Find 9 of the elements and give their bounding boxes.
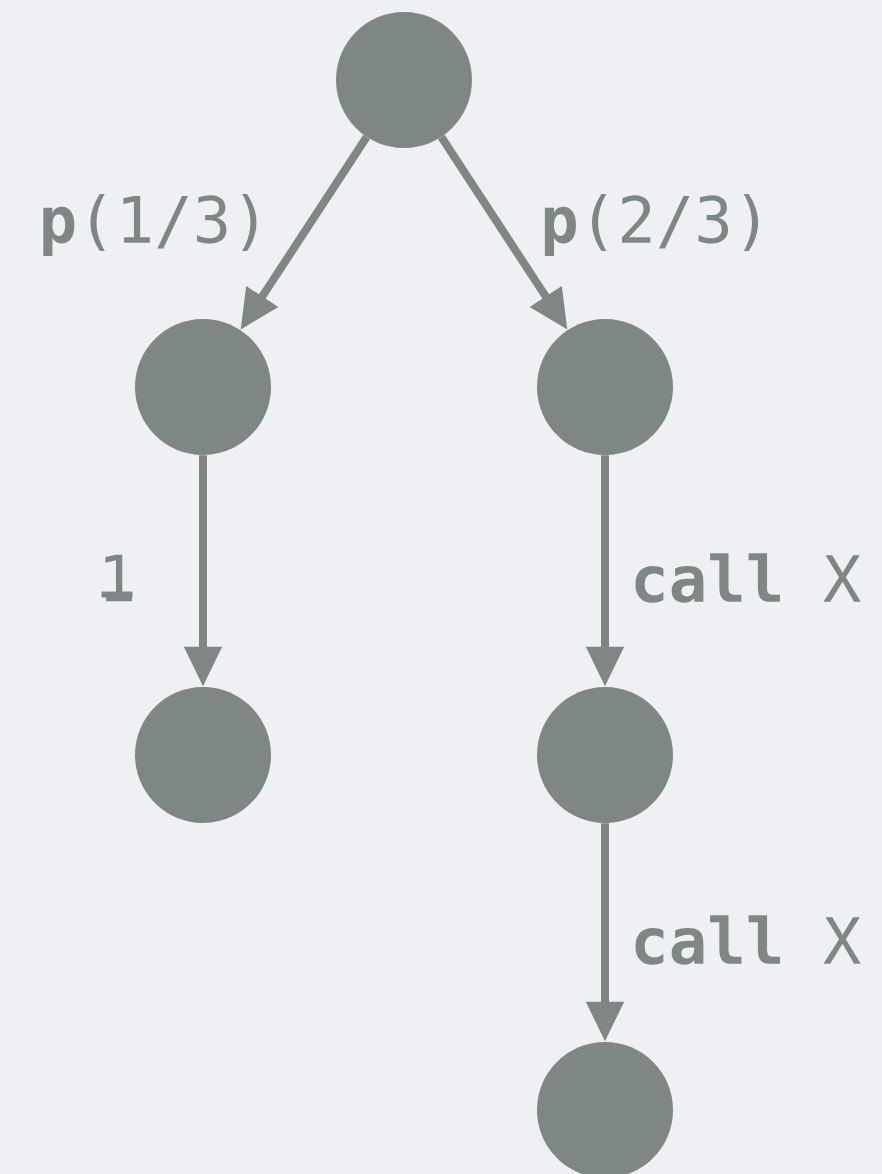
edge-label: call X [628, 913, 864, 967]
circle-node [135, 687, 271, 823]
edge-label: p(2/3) [538, 192, 774, 258]
edge-label: p(1/3) [36, 192, 272, 258]
circle-node [135, 319, 271, 455]
circle-node [537, 319, 673, 455]
edge-label: call X [628, 551, 864, 605]
circle-node [537, 687, 673, 823]
circle-node [336, 12, 472, 148]
